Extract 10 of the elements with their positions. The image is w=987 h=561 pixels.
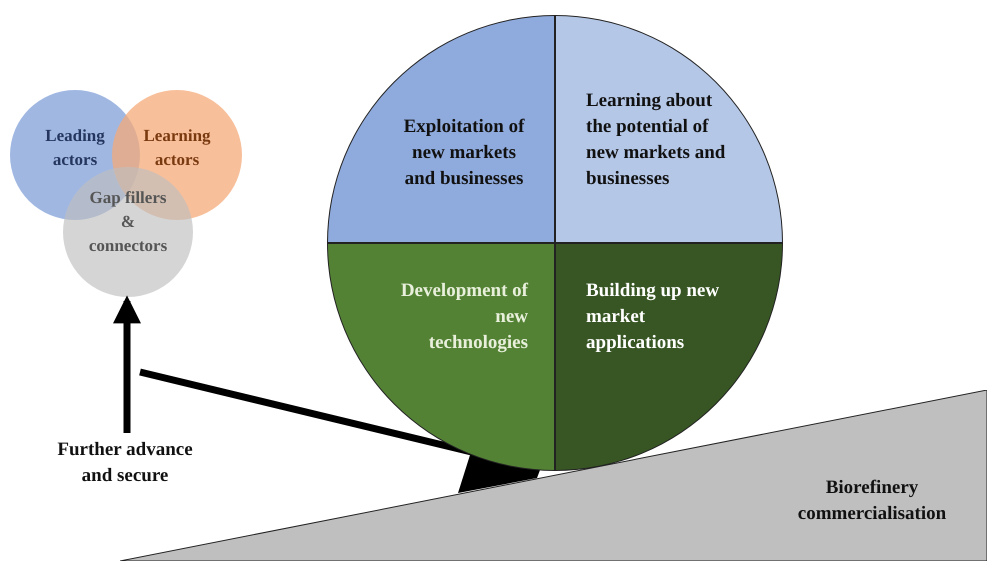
segment-label: Development of new technologies [400, 279, 528, 355]
arrow [113, 295, 141, 433]
segment-label: Building up new market applications [586, 279, 720, 355]
node-text: Further advance and secure [40, 437, 210, 491]
circle-label: Gap fillers & connectors [88, 187, 168, 257]
segment-label: Exploitation of new markets and businesses [402, 115, 526, 191]
circle-label: Leading actors [44, 125, 106, 171]
segment-label: Learning about the potential of new markets and businesses [586, 89, 726, 191]
ramp-label: Biorefinery commercialisation [796, 476, 948, 526]
circle-label: Learning actors [142, 125, 212, 171]
